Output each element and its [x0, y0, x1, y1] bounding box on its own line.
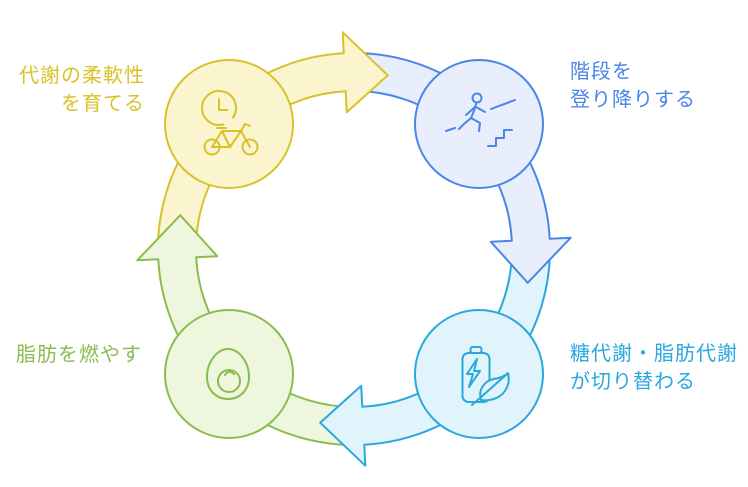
label-line: を育てる: [61, 93, 145, 115]
label-fat-burn: 脂肪を燃やす: [16, 341, 142, 369]
node-stairs: [414, 59, 544, 189]
label-line: 糖代謝・脂肪代謝: [570, 343, 738, 365]
label-line: 代謝の柔軟性: [19, 65, 145, 87]
label-line: 階段を: [570, 61, 633, 83]
label-line: が切り替わる: [570, 371, 696, 393]
avocado-icon: [206, 348, 250, 400]
node-metabolic-flexibility: [164, 59, 294, 189]
label-metabolism-switch: 糖代謝・脂肪代謝 が切り替わる: [570, 340, 738, 396]
node-metabolism-switch: [414, 309, 544, 439]
label-stairs: 階段を 登り降りする: [570, 58, 696, 114]
stairs-climb-icon: [445, 92, 516, 147]
label-metabolic-flexibility: 代謝の柔軟性 を育てる: [10, 62, 145, 118]
label-line: 脂肪を燃やす: [16, 344, 142, 366]
node-circle: [164, 59, 294, 189]
node-circle: [164, 309, 294, 439]
bicycle-clock-icon: [201, 89, 259, 156]
label-line: 登り降りする: [570, 89, 696, 111]
node-fat-burn: [164, 309, 294, 439]
battery-leaf-icon: [461, 346, 510, 406]
